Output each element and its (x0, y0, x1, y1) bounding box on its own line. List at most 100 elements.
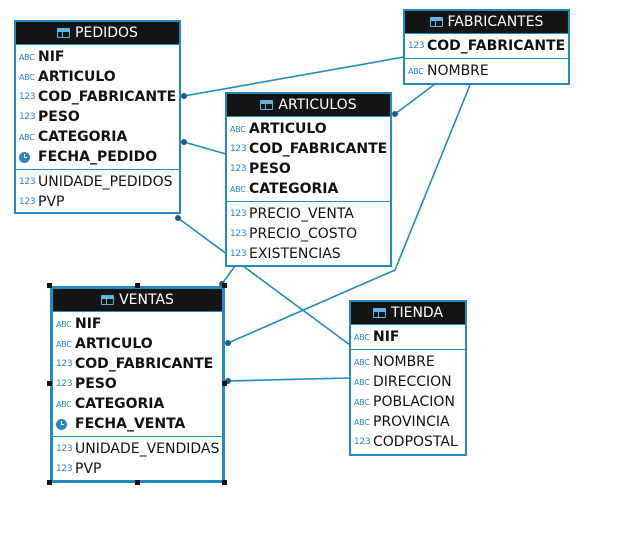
column-name: COD_FABRICANTE (249, 141, 388, 157)
resize-handle[interactable] (222, 480, 227, 485)
entity-title: TIENDA (390, 305, 444, 321)
relation-endpoint (175, 215, 181, 221)
table-icon (101, 295, 115, 305)
column-name: COD_FABRICANTE (75, 356, 214, 372)
entity-header: ARTICULOS (227, 94, 390, 117)
column-name: NOMBRE (427, 63, 489, 79)
column-name: ARTICULO (75, 336, 153, 352)
resize-handle[interactable] (222, 381, 227, 386)
numeric-type-icon: 123 (56, 464, 73, 474)
text-type-icon: ABC (19, 132, 35, 142)
relation-articulos-fabricantes[interactable] (394, 83, 436, 115)
column-name: DIRECCION (373, 374, 452, 390)
text-type-icon: ABC (354, 377, 370, 387)
relation-endpoint (181, 93, 187, 99)
relation-ventas-tienda[interactable] (227, 377, 351, 382)
column-name: POBLACION (373, 394, 455, 410)
numeric-type-icon: 123 (230, 209, 247, 219)
resize-handle[interactable] (222, 283, 227, 288)
numeric-type-icon: 123 (19, 92, 36, 102)
column-name: PESO (38, 109, 80, 125)
resize-handle[interactable] (135, 480, 140, 485)
relation-ventas-articulos[interactable] (221, 265, 236, 285)
numeric-type-icon: 123 (56, 379, 73, 389)
key-column-row[interactable]: FECHA_VENTA (53, 414, 222, 434)
numeric-type-icon: 123 (56, 444, 73, 454)
relation-pedidos-articulos[interactable] (183, 141, 227, 155)
column-name: CATEGORIA (249, 181, 339, 197)
numeric-type-icon: 123 (230, 144, 247, 154)
resize-handle[interactable] (135, 283, 140, 288)
relation-pedidos-fabricantes[interactable] (183, 56, 405, 97)
entity-header: VENTAS (53, 289, 222, 312)
entity-title: ARTICULOS (278, 97, 357, 113)
resize-handle[interactable] (47, 283, 52, 288)
column-name: PESO (249, 161, 291, 177)
column-name: CATEGORIA (75, 396, 165, 412)
column-name: PVP (75, 461, 102, 477)
resize-handle[interactable] (47, 480, 52, 485)
text-type-icon: ABC (56, 339, 72, 349)
column-name: PESO (75, 376, 117, 392)
key-column-row[interactable]: FECHA_PEDIDO (16, 147, 179, 167)
column-name: EXISTENCIAS (249, 246, 341, 262)
text-type-icon: ABC (19, 72, 35, 82)
entity-header: FABRICANTES (405, 11, 568, 34)
relation-pedidos-tienda[interactable] (177, 217, 351, 346)
relation-endpoint (392, 111, 398, 117)
entity-header: PEDIDOS (16, 22, 179, 45)
column-name: PRECIO_COSTO (249, 226, 358, 242)
table-icon (57, 28, 71, 38)
column-name: PROVINCIA (373, 414, 450, 430)
column-name: FECHA_PEDIDO (38, 149, 158, 165)
numeric-type-icon: 123 (56, 359, 73, 369)
text-type-icon: ABC (56, 319, 72, 329)
resize-handle[interactable] (47, 381, 52, 386)
numeric-type-icon: 123 (230, 249, 247, 259)
column-name: PVP (38, 194, 65, 210)
text-type-icon: ABC (354, 417, 370, 427)
entity-title: FABRICANTES (447, 14, 544, 30)
relation-ventas-fabricantes[interactable] (227, 84, 471, 344)
